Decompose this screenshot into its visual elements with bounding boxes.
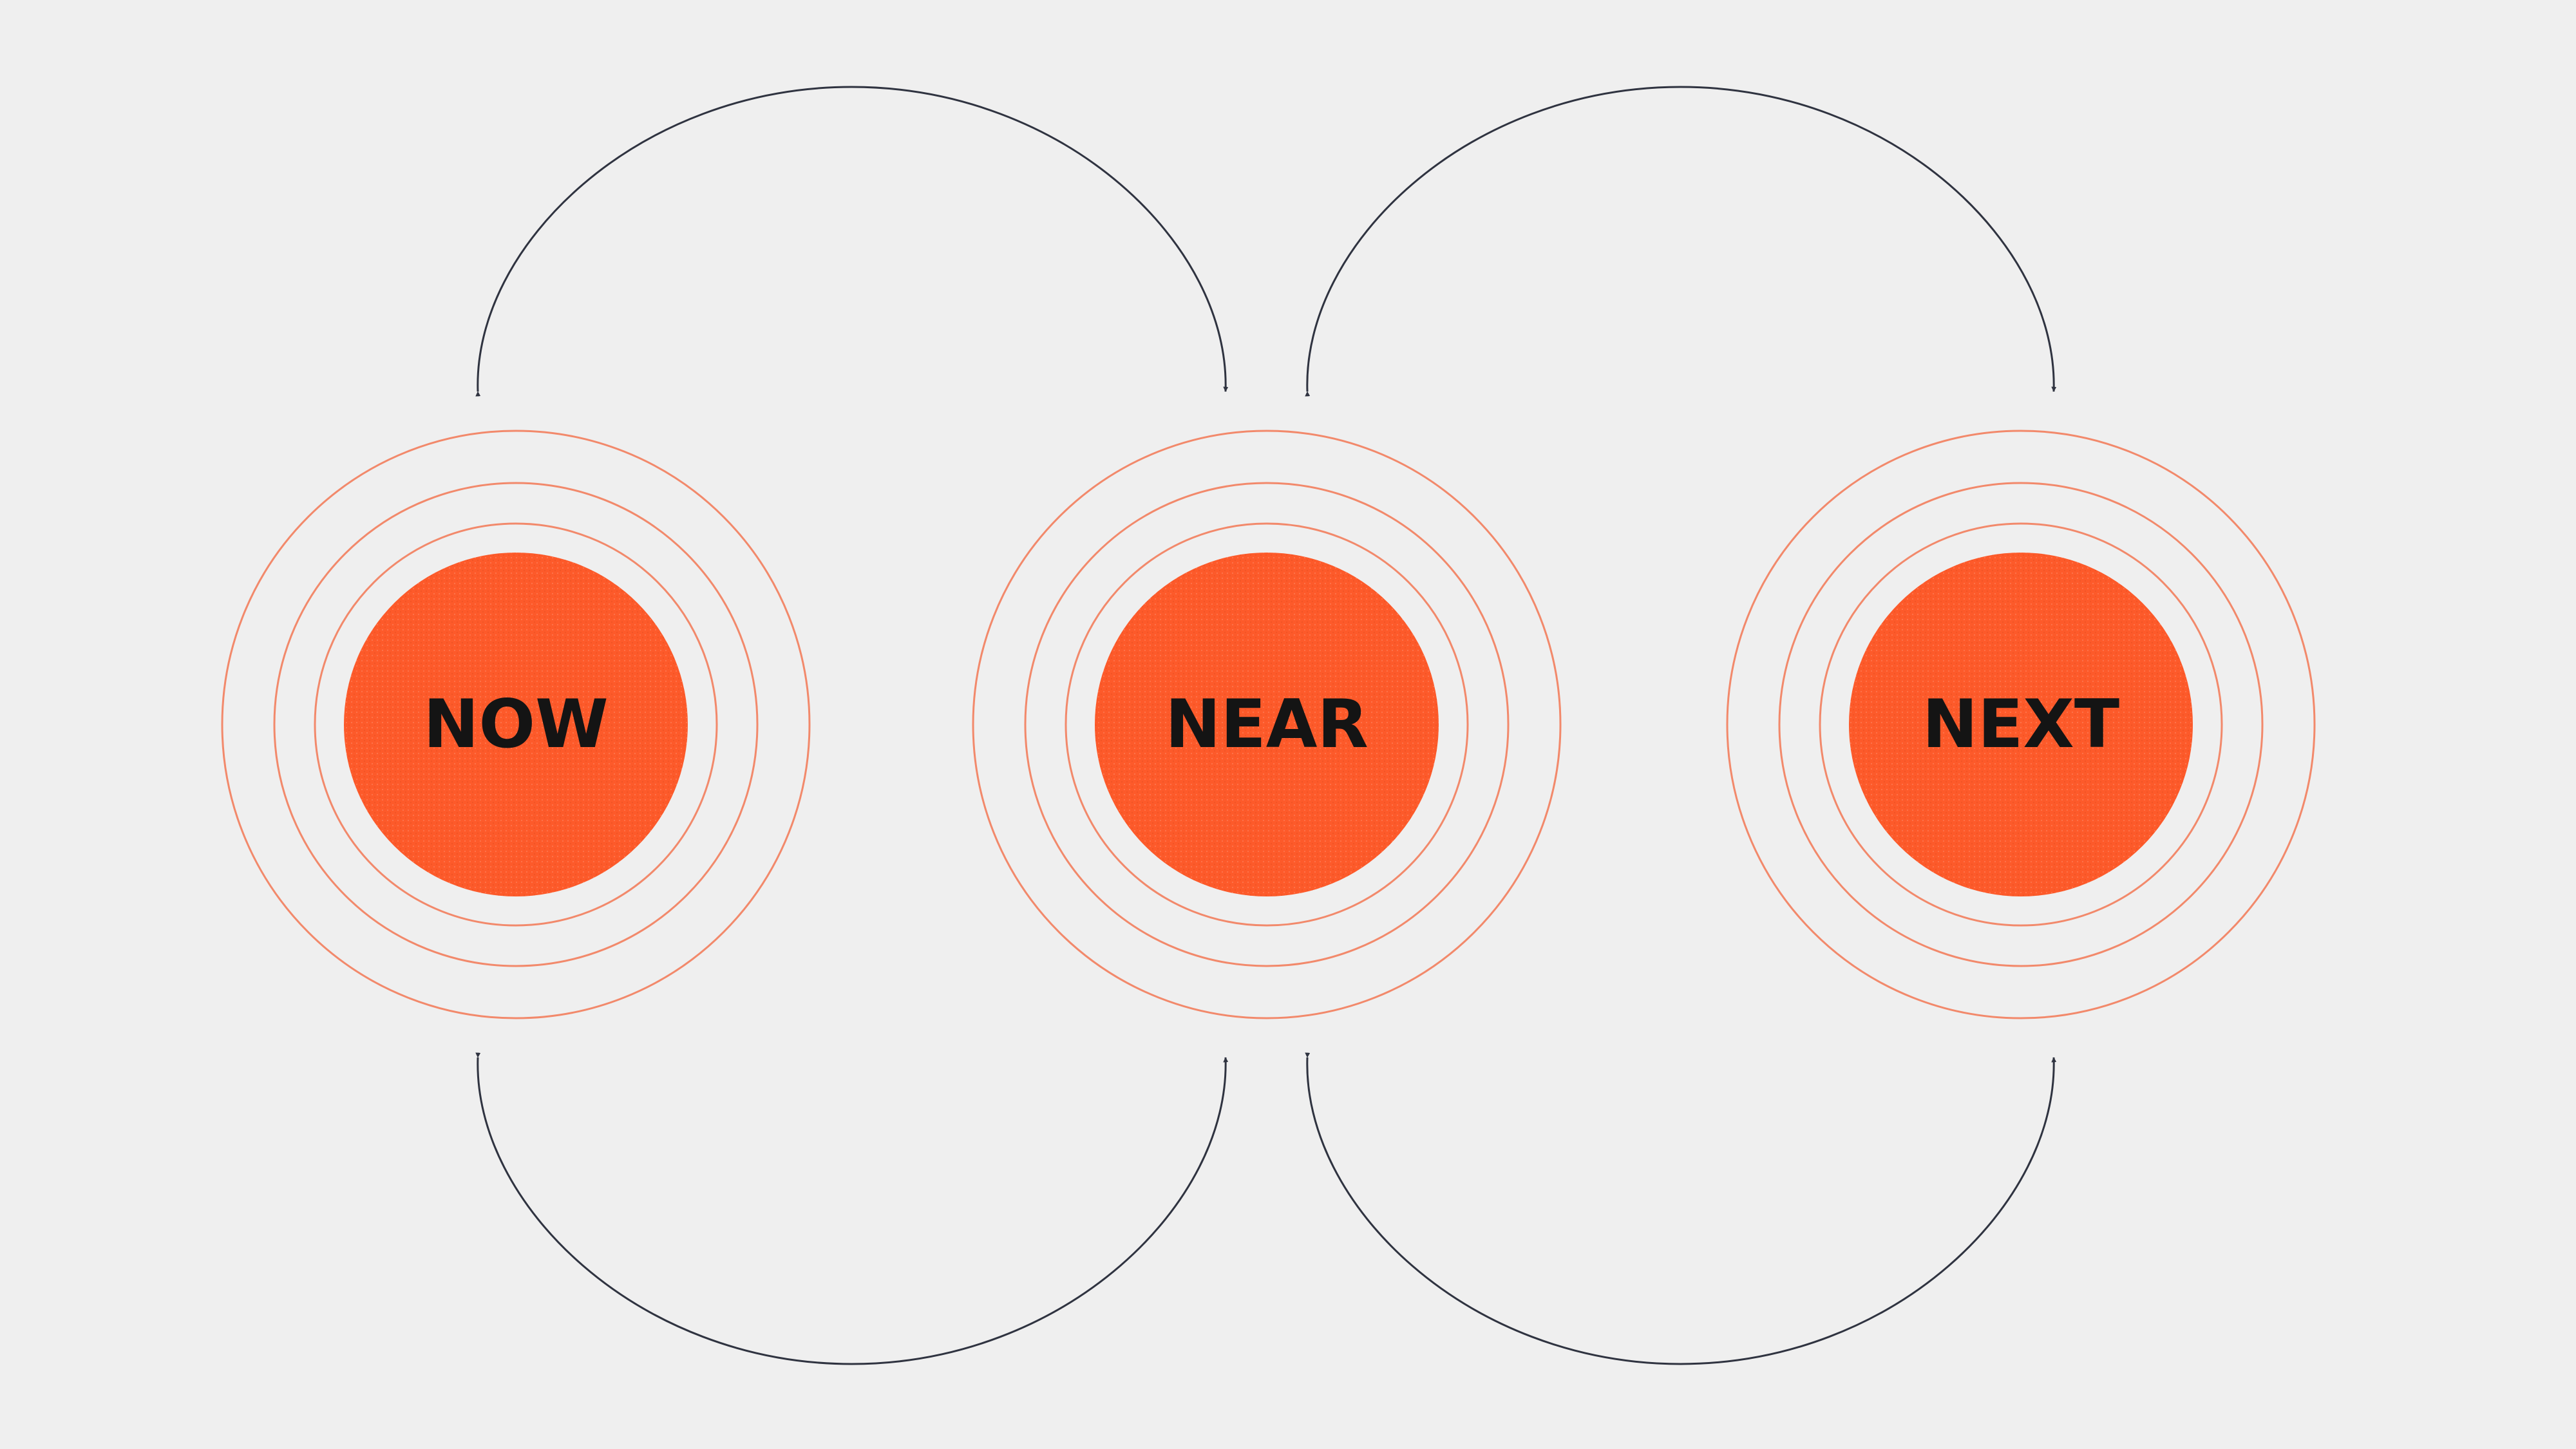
next-ring-inner	[1819, 522, 2223, 927]
node-near: NEAR	[972, 430, 1562, 1019]
near-label: NEAR	[1165, 686, 1368, 763]
near-core-texture	[1095, 553, 1439, 896]
connector-bottom-now-near	[475, 1052, 1229, 1365]
connector-group	[475, 86, 2057, 1365]
now-label: NOW	[423, 686, 608, 763]
near-ring-outer	[972, 430, 1562, 1019]
near-ring-middle	[1024, 482, 1510, 967]
next-core-texture	[1849, 553, 2193, 896]
next-ring-middle	[1778, 482, 2264, 967]
node-next: NEXT	[1726, 430, 2316, 1019]
connector-top-now-near	[475, 86, 1229, 397]
now-core-texture	[344, 553, 688, 896]
near-ring-inner	[1065, 522, 1469, 927]
next-ring-outer	[1726, 430, 2316, 1019]
node-now: NOW	[221, 430, 811, 1019]
connector-bottom-near-next	[1305, 1052, 2057, 1365]
now-ring-outer	[221, 430, 811, 1019]
next-label: NEXT	[1922, 686, 2119, 763]
connector-top-near-next	[1305, 86, 2057, 397]
now-ring-middle	[273, 482, 759, 967]
now-ring-inner	[314, 522, 718, 927]
